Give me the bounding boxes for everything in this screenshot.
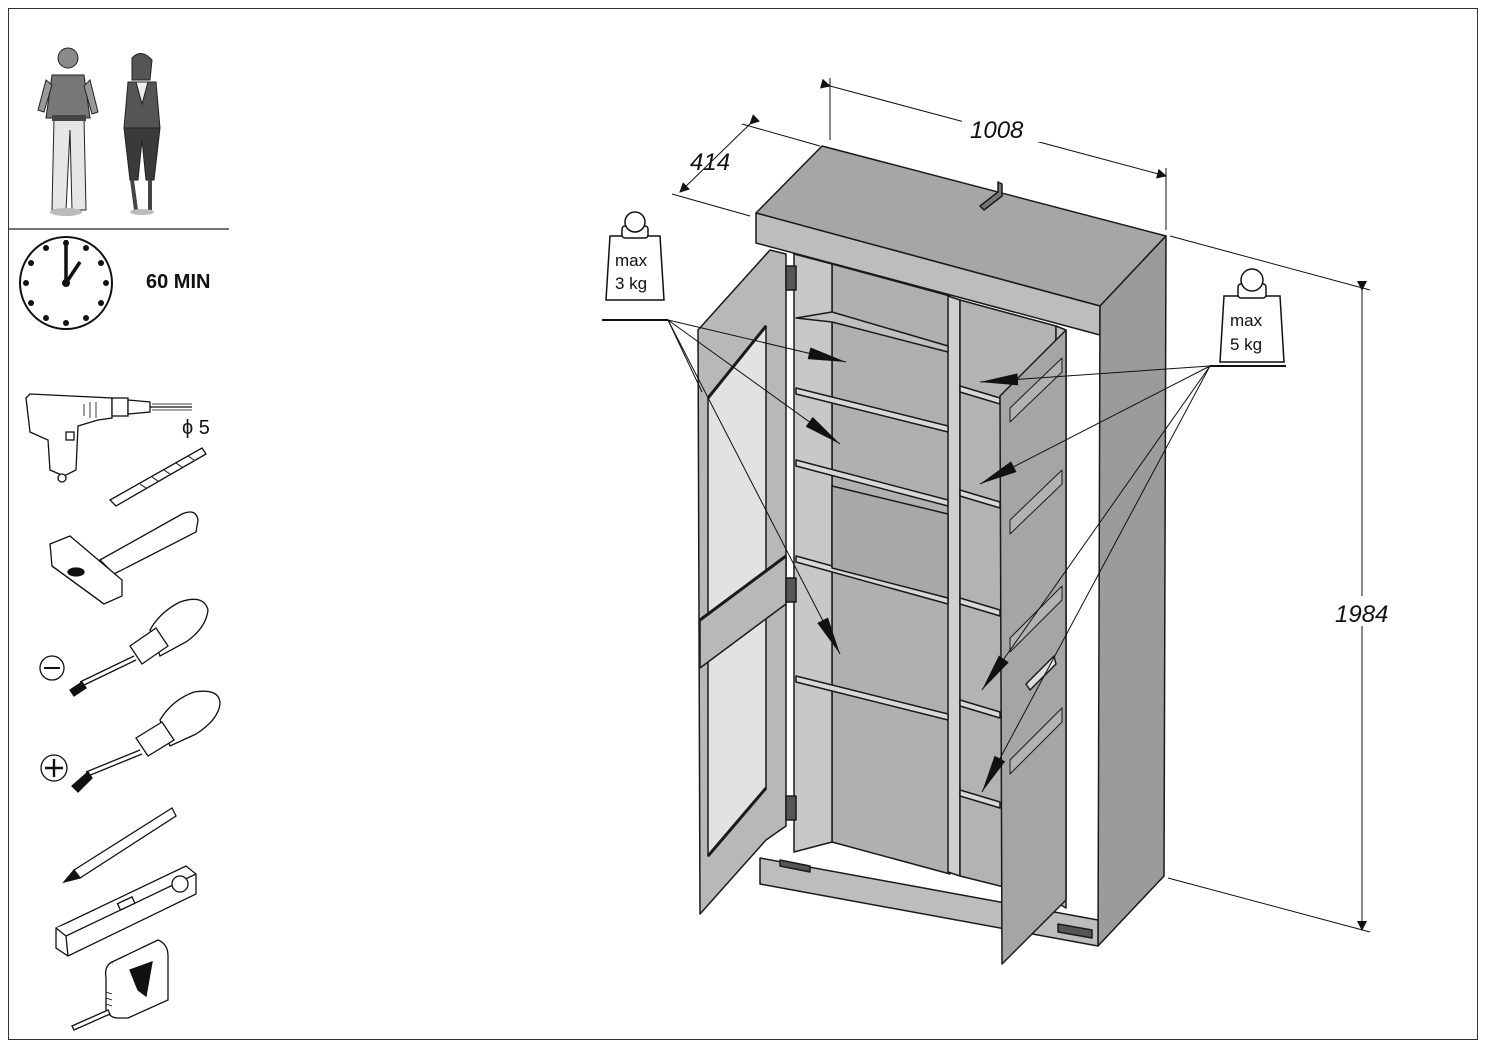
spirit-level-icon xyxy=(55,865,197,957)
weight-right-leaders xyxy=(979,365,1286,793)
sidebar: 60 MIN ϕ 5 xyxy=(9,47,229,1031)
weight-right-icon xyxy=(1219,268,1285,363)
clock-icon xyxy=(19,236,113,330)
pencil-icon xyxy=(62,807,177,884)
phillips-screwdriver-icon xyxy=(40,690,221,793)
cabinet-divider xyxy=(947,295,961,877)
drill-bit-icon xyxy=(108,447,207,507)
drill-bit-size: ϕ 5 xyxy=(182,417,210,439)
weight-right-max: max xyxy=(1230,311,1263,330)
cabinet-right-side xyxy=(1097,235,1167,947)
left-shelves xyxy=(795,311,949,721)
hinges xyxy=(785,265,797,821)
weight-left-value: 3 kg xyxy=(615,274,647,293)
cabinet-left-inner-wall xyxy=(793,253,833,853)
drill-icon xyxy=(25,393,192,483)
flat-screwdriver-icon xyxy=(39,598,209,697)
cabinet-illustration xyxy=(697,145,1167,965)
door-handle xyxy=(1025,655,1057,691)
width-dimension: 1008 xyxy=(970,117,1024,144)
tape-measure-icon xyxy=(71,939,169,1031)
wall-bracket xyxy=(979,181,1003,211)
weight-left-leaders xyxy=(602,319,847,655)
hammer-icon xyxy=(49,511,199,605)
depth-dimension: 414 xyxy=(690,149,730,176)
people-icon xyxy=(37,47,161,216)
weight-left-icon xyxy=(605,211,665,301)
right-shelves xyxy=(959,385,1001,809)
weight-left-max: max xyxy=(615,251,648,270)
height-dimension: 1984 xyxy=(1335,601,1388,628)
assembly-time: 60 MIN xyxy=(146,271,210,293)
weight-right-value: 5 kg xyxy=(1230,335,1262,354)
